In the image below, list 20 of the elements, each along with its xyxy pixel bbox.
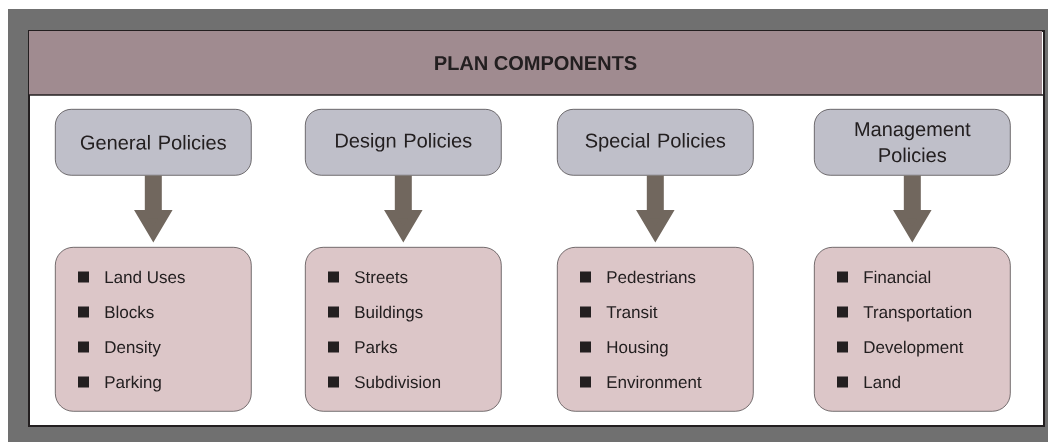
bullet-item: Transportation xyxy=(837,305,972,322)
policy-box: Special Policies xyxy=(557,109,754,176)
policy-box: Management Policies xyxy=(814,109,1011,176)
bullet-item: Financial xyxy=(837,270,931,284)
bullet-item: Transit xyxy=(580,305,658,319)
bullet-item: Streets xyxy=(328,271,408,284)
bullet-item: Parks xyxy=(328,340,398,354)
bullet-item: Density xyxy=(78,340,161,357)
bullet-item: Housing xyxy=(580,340,668,357)
bullet-item: Blocks xyxy=(78,305,154,319)
bullet-item: Environment xyxy=(580,375,702,389)
bullet-item: Development xyxy=(837,340,964,357)
bullet-item: Subdivision xyxy=(328,375,440,389)
bullet-item: Buildings xyxy=(328,305,423,322)
bullet-item: Pedestrians xyxy=(580,270,696,284)
bullet-item: Land Uses xyxy=(78,270,185,284)
bullet-item: Land xyxy=(837,375,900,389)
policy-box: General Policies xyxy=(55,109,252,176)
bullet-item: Parking xyxy=(78,375,161,392)
policy-box: Design Policies xyxy=(305,109,502,176)
